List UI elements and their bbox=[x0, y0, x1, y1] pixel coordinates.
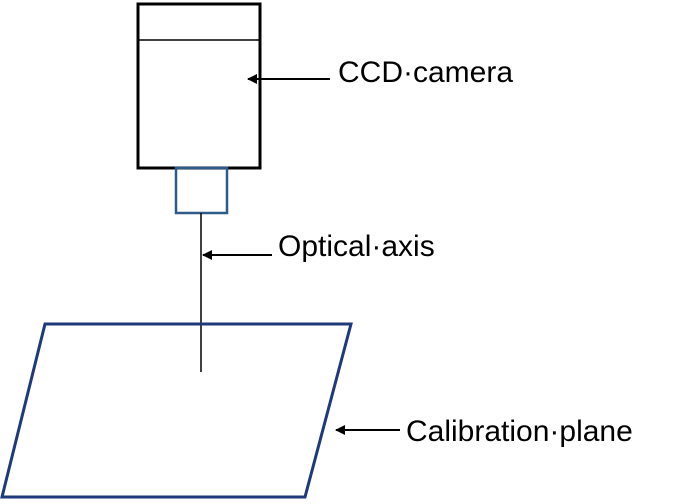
calibration-plane-label: Calibration·plane bbox=[406, 415, 633, 448]
camera-body bbox=[136, 2, 262, 170]
optical-axis-label: Optical·axis bbox=[278, 230, 435, 263]
camera-lens bbox=[174, 166, 229, 215]
ccd-camera-label: CCD·camera bbox=[338, 56, 514, 89]
calibration-plane-shape bbox=[0, 322, 353, 499]
